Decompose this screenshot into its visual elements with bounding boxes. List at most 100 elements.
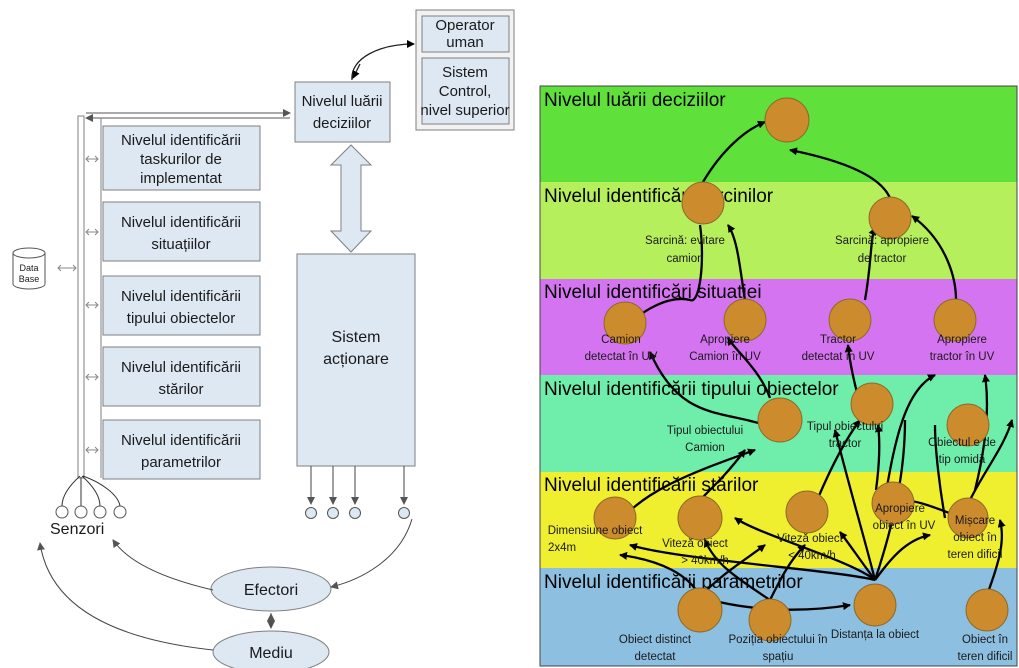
sensors: Senzori [50,475,127,538]
band-label: Nivelul identificări sarcinilor [544,186,774,207]
level-label: taskurilor de [140,151,222,168]
band-label: Nivelul luării deciziilor [544,90,726,111]
connector-arrow [352,63,361,79]
level-box-states [102,346,261,407]
band-tasks [540,182,1017,279]
node-label: tractor în UV [930,351,995,363]
node-label: Apropiere [875,503,925,515]
level-label: parametrilor [141,454,221,471]
node-label: Viteză obiect [777,533,843,545]
actuator-outputs [305,466,410,519]
level-label: Nivelul identificării [121,132,241,149]
node-sit1 [603,301,647,345]
node-label: Poziția obiectului în [728,634,827,646]
node-label: < 40km/h [788,550,836,562]
node-label: de tractor [858,253,907,265]
level-box-situations [102,201,261,262]
node-label: obiect în UV [873,520,936,532]
operator-label: uman [446,34,484,51]
decision-box [294,81,391,143]
bus-connectors [57,155,99,454]
vertical-bus [77,115,85,479]
sistem-control-label: Control, [439,83,492,100]
decision-label: deciziilor [313,115,371,132]
node-label: teren dificil [958,651,1013,663]
double-arrow [329,144,373,253]
node-st2 [677,495,723,541]
node-label: spațiu [763,651,794,663]
node-label: detectat în UV [585,351,658,363]
level-label: Nivelul identificării [121,432,241,449]
node-label: Obiect distinct [619,634,692,646]
mediu-ellipse [212,630,330,668]
connector-arrow [351,40,415,81]
node-label: Mișcare [955,515,995,527]
node-p3 [853,583,897,627]
level-label: Nivelul identificării [121,214,241,231]
node-label: Tractor [820,334,856,346]
node-label: tractor [829,438,862,450]
node-label: Camion [601,334,641,346]
operator-box [421,15,510,53]
level-box-tasks [102,125,261,191]
node-label: obiect în [953,532,996,544]
right-hierarchy-diagram: Nivelul luării deciziilor Nivelul identi… [539,85,1018,667]
node-label: Camion în UV [689,351,761,363]
node-label: Viteză obiect [662,538,728,550]
database-label: Base [19,274,40,284]
mediu-label: Mediu [249,645,293,662]
database-icon: Data Base [12,247,46,290]
graph-nodes [593,97,1009,642]
node-s2 [868,196,912,240]
level-label: Nivelul identificării [121,288,241,305]
node-st1 [593,496,637,540]
level-label: implementat [140,170,223,187]
band-label: Nivelul identificării stărilor [544,475,759,496]
node-label: Apropiere [937,334,987,346]
node-label: Sarcină: evitare [645,235,725,247]
node-st3 [785,490,829,534]
node-label: Camion [685,442,725,454]
operator-label: Operator [435,17,494,34]
node-label: Tipul obiectului [807,421,883,433]
node-label: Sarcină: apropiere [835,235,929,247]
level-box-parameters [102,419,261,480]
sistem-control-box [421,57,510,125]
band-label: Nivelul identificării tipului obiectelor [544,379,839,400]
node-st4 [871,481,915,525]
node-p1 [677,587,723,633]
level-label: tipului obiectelor [127,310,235,327]
actuation-label: acționare [323,351,389,368]
node-label: Tipul obiectului [667,425,743,437]
node-label: camion [666,253,703,265]
node-label: tip omidă [939,454,986,466]
node-t3 [946,403,990,447]
level-label: situațiilor [151,236,210,253]
node-s1 [681,181,725,225]
node-t1 [757,397,803,443]
node-label: Obiect în [962,634,1008,646]
actuation-box [296,253,416,467]
sistem-control-label: Sistem [442,64,488,81]
decision-label: Nivelul luării [302,93,383,110]
node-label: detectat în UV [802,351,875,363]
node-label: teren dificil [948,549,1003,561]
node-label: Dimensiune obiect [548,525,643,537]
node-label: Apropiere [700,334,750,346]
senzori-label: Senzori [50,521,104,538]
node-label: detectat [635,651,677,663]
node-label: Obiectul e de [928,437,996,449]
node-t2 [850,382,894,426]
database-label: Data [19,263,38,273]
node-sit3 [828,298,872,342]
node-labels: Sarcină: evitare camion Sarcină: apropie… [548,235,1013,663]
node-label: > 40km/h [681,555,729,567]
band-label: Nivelul identificării parametrilor [544,572,803,593]
efectori-label: Efectori [244,582,298,599]
node-st5 [947,497,989,539]
actuation-label: Sistem [332,329,381,346]
left-architecture-diagram: Operator uman Sistem Control, nivel supe… [12,9,515,668]
node-p2 [748,598,792,642]
graph-edges [614,120,1014,611]
